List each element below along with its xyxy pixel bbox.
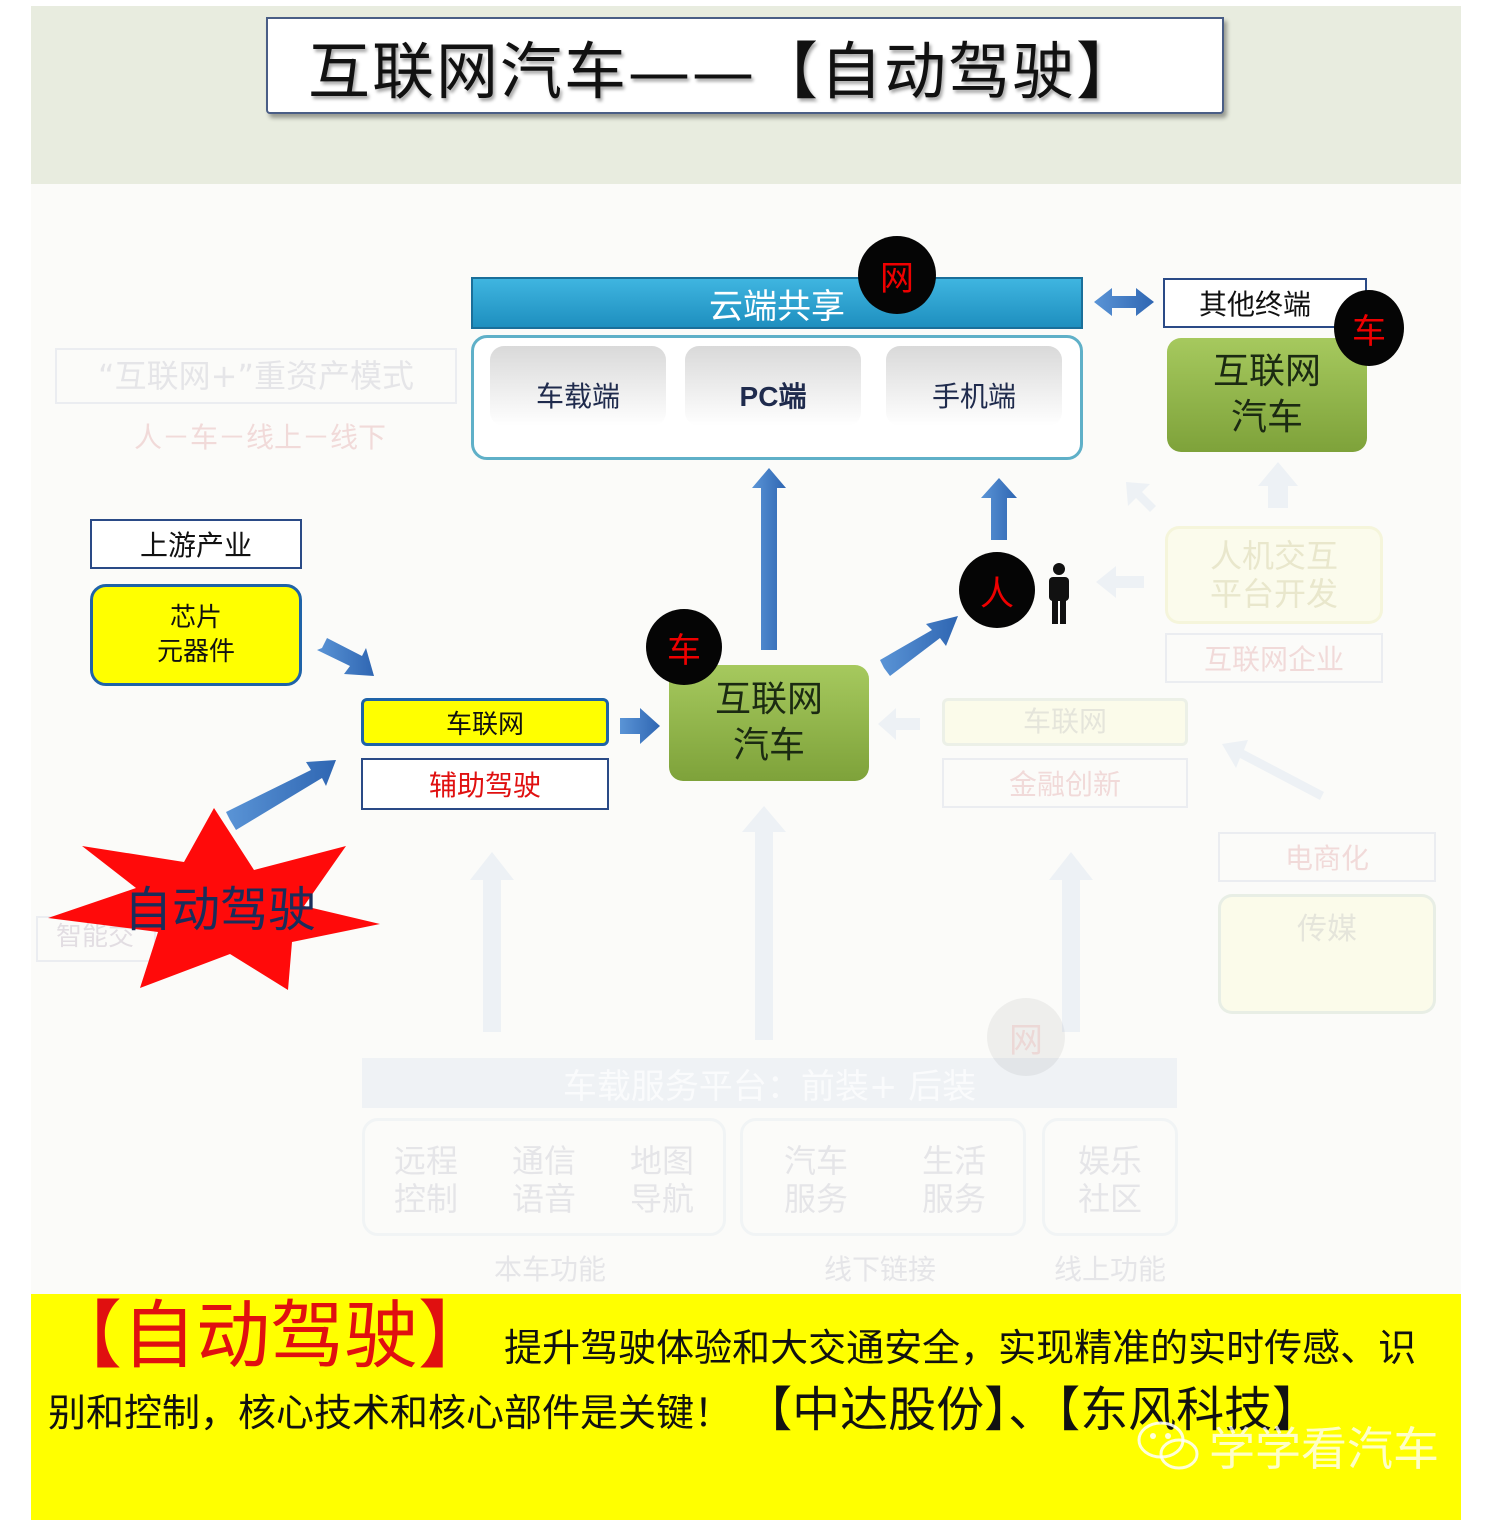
iov-box: 车联网: [361, 698, 609, 746]
arrow-star-to-iov: [226, 760, 336, 830]
wechat-icon: [1137, 1421, 1199, 1470]
right-car-node: 互联网 汽车: [1167, 338, 1367, 452]
person-icon: [1049, 563, 1069, 624]
explosion-star: [48, 808, 380, 990]
page-title: 互联网汽车——【自动驾驶】: [308, 34, 1141, 108]
flow-arrows: [226, 288, 1154, 830]
terminal-pc: PC端: [685, 346, 861, 426]
center-car-label: 互联网 汽车: [714, 679, 823, 766]
arrow-iov-to-car: [620, 708, 660, 744]
arrow-up-person: [981, 478, 1017, 540]
ghost-model-title: “互联网+”重资产模式: [98, 357, 414, 395]
terminal-label: 车载端: [535, 380, 620, 413]
ghost-service: 娱乐 社区: [1077, 1142, 1142, 1218]
ghost-iov-box: 车联网: [942, 698, 1188, 746]
arrow-car-to-person: [880, 616, 958, 676]
ghost-net-badge: 网: [987, 998, 1065, 1076]
upstream-label: 上游产业: [139, 529, 252, 562]
other-terminal-box: 其他终端: [1163, 278, 1367, 328]
ghost-service: 生活 服务: [921, 1142, 986, 1218]
ghost-model-box: “互联网+”重资产模式: [55, 348, 457, 404]
person-badge-text: 人: [980, 573, 1014, 614]
ghost-finance: 金融创新: [1008, 768, 1121, 801]
right-car-label: 互联网 汽车: [1212, 351, 1321, 438]
ghost-media: 传媒: [1297, 912, 1357, 947]
other-terminal-label: 其他终端: [1198, 288, 1311, 321]
terminal-label: PC端: [739, 381, 807, 412]
star-label: 自动驾驶: [123, 882, 316, 938]
ghost-platform: 车载服务平台：前装+ 后装: [562, 1066, 977, 1107]
chip-label: 芯片 元器件: [156, 603, 235, 667]
assist-label: 辅助驾驶: [428, 769, 541, 802]
ghost-iov-right: 车联网: [1022, 705, 1107, 738]
arrow-up-center: [752, 468, 786, 650]
title-box: 互联网汽车——【自动驾驶】: [266, 17, 1224, 114]
upstream-box: 上游产业: [90, 519, 302, 569]
ghost-finance-box: 金融创新: [942, 758, 1188, 808]
chip-box: 芯片 元器件: [90, 584, 302, 686]
center-car-badge-text: 车: [667, 630, 701, 671]
right-car-badge-text: 车: [1352, 311, 1386, 352]
ghost-model-sub: 人－车－线上－线下: [133, 421, 386, 454]
ghost-service: 远程 控制: [393, 1142, 458, 1218]
bottom-companies: 【中达股份】、【东风科技】: [744, 1382, 1321, 1438]
ghost-group-label: 线下链接: [823, 1253, 936, 1286]
bottom-band: [31, 1294, 1461, 1520]
ghost-hmi: 人机交互 平台开发: [1209, 537, 1338, 613]
ghost-platform-bar: 车载服务平台：前装+ 后装: [362, 1058, 1177, 1108]
bottom-text: 【自动驾驶】 提升驾驶体验和大交通安全，实现精准的实时传感、识别和控制，核心技术…: [48, 1299, 1448, 1444]
ghost-group-box-2: [740, 1118, 1026, 1236]
double-arrow-cloud-other: [1094, 288, 1154, 316]
arrow-chip-to-iov: [317, 638, 374, 676]
net-badge: 网: [858, 236, 936, 314]
cloud-share-bar: 云端共享: [471, 277, 1083, 329]
ghost-group-label: 本车功能: [493, 1253, 606, 1286]
ghost-net-badge-text: 网: [1009, 1020, 1043, 1061]
ghost-service: 地图 导航: [629, 1142, 694, 1218]
center-car-badge: 车: [646, 609, 722, 685]
ghost-ecommerce: 电商化: [1284, 842, 1369, 875]
ghost-service: 汽车 服务: [783, 1142, 848, 1218]
right-car-badge: 车: [1334, 290, 1404, 366]
watermark-text: 学学看汽车: [1209, 1422, 1439, 1476]
ghost-internet-co-box: 互联网企业: [1165, 633, 1383, 683]
cloud-share-label: 云端共享: [709, 286, 845, 327]
bottom-description: 提升驾驶体验和大交通安全，实现精准的实时传感、识别和控制，核心技术和核心部件是关…: [48, 1326, 1417, 1435]
terminal-car: 车载端: [490, 346, 666, 426]
iov-label: 车联网: [445, 709, 524, 740]
center-car-node: 互联网 汽车: [669, 665, 869, 781]
assist-box: 辅助驾驶: [361, 758, 609, 810]
ghost-group-label: 线上功能: [1053, 1253, 1166, 1286]
ghost-group-box-1: [362, 1118, 726, 1236]
watermark: 学学看汽车: [1118, 1408, 1458, 1484]
net-badge-text: 网: [880, 258, 914, 299]
ghost-internet-co: 互联网企业: [1203, 643, 1344, 676]
ghost-hmi-box: 人机交互 平台开发: [1165, 526, 1383, 624]
ghost-service: 通信 语音: [511, 1142, 576, 1218]
ghost-arrows: [470, 462, 1324, 1040]
ghost-media-box: 传媒: [1218, 894, 1436, 1014]
terminal-phone: 手机端: [886, 346, 1062, 426]
ghost-ecommerce-box: 电商化: [1218, 832, 1436, 882]
bottom-title: 【自动驾驶】: [48, 1293, 492, 1379]
terminal-label: 手机端: [931, 380, 1016, 413]
ghost-group-box-3: [1042, 1118, 1178, 1236]
person-badge: 人: [959, 552, 1035, 628]
